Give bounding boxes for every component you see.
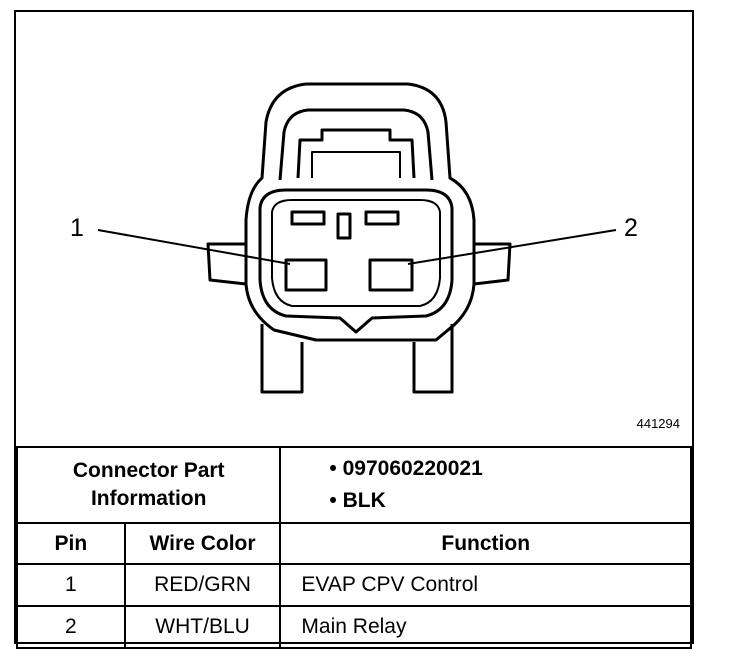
- table-row: 2 WHT/BLU Main Relay: [16, 605, 692, 649]
- terminal-pin-2: [368, 258, 414, 292]
- callout-label-2: 2: [624, 214, 638, 242]
- callout-leader-2: [407, 229, 617, 265]
- callout-leader-1: [97, 229, 291, 265]
- connector-info-row: Connector Part Information • 09706022002…: [15, 446, 692, 524]
- connector-left-leg: [260, 324, 304, 394]
- connector-info-values: • 097060220021 • BLK: [279, 446, 692, 524]
- connector-inner-shell: [258, 188, 454, 334]
- table-row: 1 RED/GRN EVAP CPV Control: [16, 563, 692, 607]
- header-wire-color: Wire Color: [123, 522, 282, 565]
- connector-latch: [278, 108, 434, 181]
- function-cell: Main Relay: [279, 605, 692, 649]
- connector-right-leg: [412, 324, 454, 394]
- pin-cell: 2: [16, 605, 126, 649]
- connector-left-tab: [206, 242, 247, 286]
- wire-color-cell: WHT/BLU: [123, 605, 282, 649]
- connector-color: • BLK: [329, 489, 386, 512]
- connector-pinout-table: Connector Part Information • 09706022002…: [15, 446, 692, 649]
- terminal-top-right: [364, 210, 400, 226]
- connector-drawing: [97, 82, 617, 394]
- connector-housing-outline: [244, 82, 476, 342]
- connector-part-number: • 097060220021: [329, 457, 483, 480]
- connector-figure-frame: 1 2 441294 Connector Part Information • …: [14, 10, 694, 649]
- callout-label-1: 1: [70, 214, 84, 242]
- terminal-top-left: [290, 210, 326, 226]
- figure-number: 441294: [636, 416, 680, 431]
- header-pin: Pin: [16, 522, 126, 565]
- wire-color-cell: RED/GRN: [123, 563, 282, 607]
- pin-cell: 1: [16, 563, 126, 607]
- function-cell: EVAP CPV Control: [279, 563, 692, 607]
- connector-right-tab: [473, 242, 512, 286]
- connector-info-label: Connector Part Information: [15, 446, 282, 524]
- terminal-top-center: [336, 212, 352, 240]
- table-header-row: Pin Wire Color Function: [16, 522, 692, 565]
- header-function: Function: [279, 522, 692, 565]
- connector-diagram: 1 2 441294: [16, 12, 692, 444]
- terminal-pin-1: [284, 258, 328, 292]
